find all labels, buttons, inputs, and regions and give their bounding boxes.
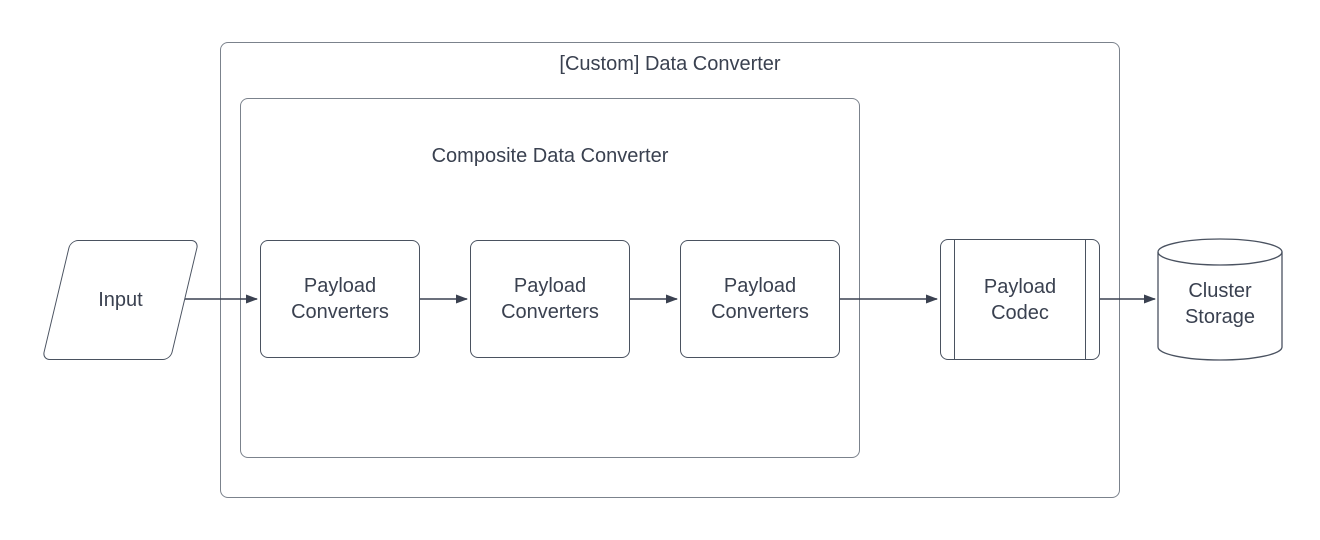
cluster-storage-label: Cluster Storage <box>1184 280 1256 328</box>
cluster-storage-label-wrap: Cluster Storage <box>1158 255 1282 353</box>
payload-converters-node-3: Payload Converters <box>680 240 840 358</box>
input-node: Input <box>41 240 200 360</box>
codec-left-bar <box>954 240 955 359</box>
payload-converters-node-2: Payload Converters <box>470 240 630 358</box>
codec-right-bar <box>1085 240 1086 359</box>
outer-container-custom-data-converter: [Custom] Data Converter <box>220 42 1120 498</box>
payload-codec-node: Payload Codec <box>940 239 1100 360</box>
payload-converters-node-1: Payload Converters <box>260 240 420 358</box>
payload-codec-label: Payload Codec <box>983 275 1057 324</box>
payload-converters-label: Payload Converters <box>711 275 809 323</box>
inner-container-title: Composite Data Converter <box>431 145 669 167</box>
outer-container-title: [Custom] Data Converter <box>559 53 781 75</box>
payload-converters-label: Payload Converters <box>501 275 599 323</box>
inner-container-composite-data-converter: Composite Data Converter <box>240 98 860 458</box>
payload-converters-label: Payload Converters <box>291 275 389 323</box>
input-node-label: Input <box>98 289 143 311</box>
